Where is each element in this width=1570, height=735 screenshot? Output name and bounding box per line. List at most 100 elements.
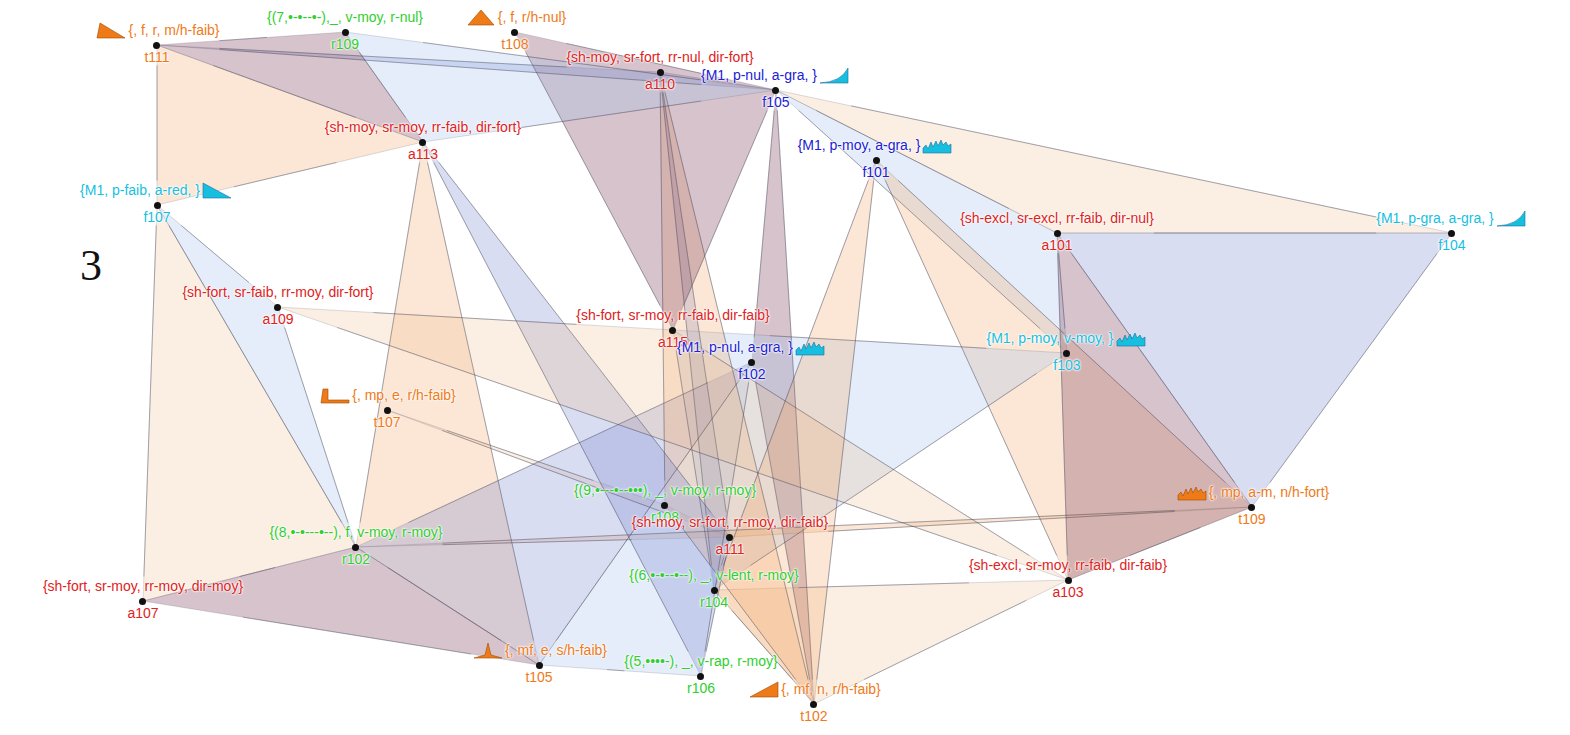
point-id: t107 — [373, 414, 400, 431]
point-dot — [669, 327, 676, 334]
envelope-shape — [796, 342, 824, 355]
label-row: {, mp, e, r/h-faib} — [318, 386, 456, 405]
point-dot — [1054, 230, 1061, 237]
point-id: a103 — [1052, 584, 1083, 601]
label-row: {(9,•---•--•••), _, v-moy, r-moy} — [574, 481, 756, 500]
triangle-side — [374, 313, 577, 325]
envelope-icon — [1496, 209, 1526, 227]
point-node: {M1, p-faib, a-red, }f107 — [80, 181, 234, 226]
point-node: {sh-moy, sr-moy, rr-faib, dir-fort}a113 — [325, 118, 521, 163]
triangle-side — [777, 111, 812, 680]
point-id: a110 — [645, 76, 675, 93]
envelope-icon — [749, 680, 779, 698]
triangle-side — [285, 328, 348, 523]
envelope-shape — [468, 10, 494, 25]
feature-label: {sh-excl, sr-excl, rr-faib, dir-nul} — [960, 210, 1154, 227]
point-node: {sh-fort, sr-faib, rr-moy, dir-fort} a109 — [182, 283, 373, 328]
point-id: t108 — [501, 36, 528, 53]
feature-label: {sh-fort, sr-faib, rr-moy, dir-fort} — [182, 284, 373, 301]
point-dot — [1448, 230, 1455, 237]
triangle-side — [754, 111, 774, 338]
triangle-side — [885, 181, 1056, 556]
feature-label: {sh-moy, sr-fort, rr-moy, dir-faib} — [632, 514, 828, 531]
label-row: {, mf, e, s/h-faib} — [471, 641, 607, 660]
feature-label: {sh-fort, sr-moy, rr-faib, dir-faib} — [576, 307, 769, 324]
point-node: {sh-excl, sr-moy, rr-faib, dir-faib} a103 — [969, 556, 1167, 601]
point-id: r109 — [331, 36, 359, 53]
feature-label: {M1, p-moy, a-gra, } — [798, 137, 921, 154]
label-row: {M1, p-nul, a-gra, } — [677, 338, 827, 357]
point-node: {(7,•-•--•-),_, v-moy, r-nul} r109 — [267, 8, 423, 53]
feature-label: {(8,•-•---•--), f, v-moy, r-moy} — [269, 524, 442, 541]
feature-label: {M1, p-gra, a-gra, } — [1376, 210, 1494, 227]
point-dot — [274, 304, 281, 311]
triangle-side — [723, 181, 868, 566]
point-dot — [772, 87, 779, 94]
triangle-fills — [143, 32, 1452, 704]
point-id: t109 — [1238, 511, 1265, 528]
point-node: {M1, p-moy, a-gra, } f101 — [798, 136, 955, 181]
envelope-icon — [320, 386, 350, 404]
envelope-shape — [321, 389, 349, 403]
point-dot — [810, 701, 817, 708]
label-row: {sh-excl, sr-moy, rr-faib, dir-faib} — [969, 556, 1167, 575]
envelope-shape — [820, 68, 848, 83]
feature-label: {, mp, e, r/h-faib} — [352, 387, 456, 404]
label-row: {(8,•-•---•--), f, v-moy, r-moy} — [269, 523, 442, 542]
label-row: {sh-moy, sr-fort, rr-nul, dir-fort} — [566, 48, 753, 67]
triangle-side — [240, 568, 276, 577]
envelope-shape — [923, 140, 951, 153]
triangle-side — [442, 431, 663, 513]
triangle-side — [360, 163, 420, 523]
point-dot — [726, 534, 733, 541]
feature-label: {M1, p-nul, a-gra, } — [677, 339, 793, 356]
label-row: {M1, p-moy, a-gra, } — [798, 136, 955, 155]
label-row: {M1, p-nul, a-gra, } — [701, 66, 851, 85]
triangle-side — [144, 226, 156, 577]
triangle-side — [1072, 254, 1235, 483]
point-dot — [748, 359, 755, 366]
envelope-icon — [202, 181, 232, 199]
point-id: f101 — [862, 164, 889, 181]
feature-label: {M1, p-moy, v-moy, } — [986, 330, 1113, 347]
point-dot — [536, 662, 543, 669]
point-id: t111 — [144, 49, 169, 66]
point-id: r102 — [342, 551, 370, 568]
point-id: f105 — [762, 94, 789, 111]
envelope-shape — [1497, 211, 1525, 226]
feature-label: {sh-excl, sr-moy, rr-faib, dir-faib} — [969, 557, 1167, 574]
label-row: {(6,•-•--•--), _, v-lent, r-moy} — [629, 566, 799, 585]
triangle-side — [234, 163, 337, 187]
point-id: t105 — [525, 669, 552, 686]
label-row: {, mp, a-m, n/h-fort} — [1175, 483, 1330, 502]
figure-number: 3 — [80, 240, 102, 291]
envelope-icon — [795, 338, 825, 356]
label-row: {(7,•-•--•-),_, v-moy, r-nul} — [267, 8, 423, 27]
envelope-icon — [1177, 483, 1207, 501]
point-id: a109 — [262, 311, 293, 328]
point-id: a111 — [715, 541, 744, 558]
triangle-side — [817, 181, 874, 680]
triangle-side — [337, 328, 997, 556]
label-row: {M1, p-faib, a-red, } — [80, 181, 234, 200]
point-node: {(8,•-•---•--), f, v-moy, r-moy} r102 — [269, 523, 442, 568]
point-dot — [711, 587, 718, 594]
feature-label: {, f, r, m/h-faib} — [128, 22, 219, 39]
triangle-side — [169, 226, 342, 523]
triangle-fill — [143, 205, 356, 601]
point-node: {, mp, e, r/h-faib} t107 — [318, 386, 456, 431]
label-row: {(5,••••-), _, v-rap, r-moy} — [624, 652, 777, 671]
envelope-icon — [466, 8, 496, 26]
point-dot — [352, 544, 359, 551]
point-id: f102 — [738, 366, 765, 383]
point-node: {, mf, n, r/h-faib}t102 — [747, 680, 881, 725]
point-node: {M1, p-nul, a-gra, } f105 — [701, 66, 851, 111]
feature-label: {(7,•-•--•-),_, v-moy, r-nul} — [267, 9, 423, 26]
triangle-side — [799, 583, 969, 588]
feature-label: {sh-fort, sr-moy, rr-moy, dir-moy} — [43, 578, 243, 595]
point-dot — [1065, 577, 1072, 584]
point-dot — [511, 29, 518, 36]
triangle-side — [1058, 254, 1068, 556]
triangle-side — [676, 351, 710, 566]
